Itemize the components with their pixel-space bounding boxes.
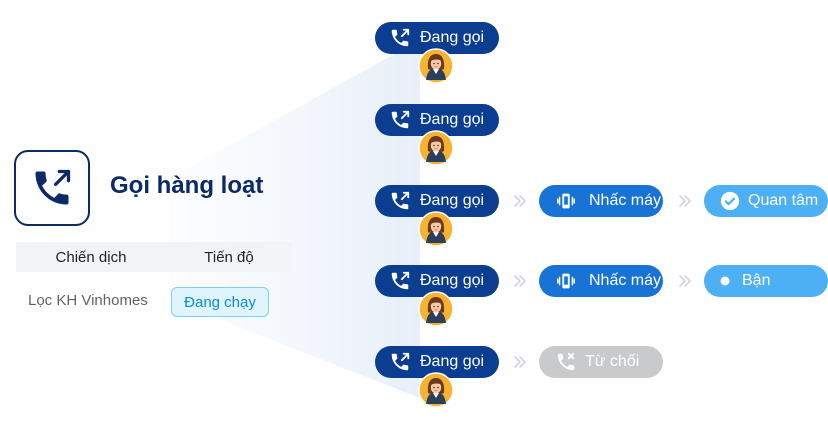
phone-rejected-icon: [555, 351, 577, 373]
call-step-pill[interactable]: Quan tâm: [704, 185, 828, 217]
campaign-status-badge[interactable]: Đang chạy: [171, 287, 269, 317]
calling-status-pill-label: Đang gọi: [420, 111, 485, 128]
call-step-pill-label: Nhấc máy: [589, 192, 662, 209]
phone-outgoing-icon: [389, 27, 411, 49]
call-step-pill[interactable]: Bận: [704, 265, 828, 297]
agent-avatar: [418, 291, 454, 327]
chevron-right-icon: [677, 273, 693, 289]
call-step-pill[interactable]: Nhấc máy: [539, 265, 663, 297]
agent-avatar: [418, 130, 454, 166]
column-campaign: Chiến dịch: [55, 248, 127, 266]
calling-status-pill[interactable]: Đang gọi: [375, 265, 499, 297]
agent-avatar: [418, 211, 454, 247]
call-step-pill[interactable]: Nhấc máy: [539, 185, 663, 217]
agent-avatar: [418, 372, 454, 408]
agent-avatar: [418, 48, 454, 84]
calling-status-pill[interactable]: Đang gọi: [375, 346, 499, 378]
calling-status-pill-label: Đang gọi: [420, 353, 485, 370]
campaign-name[interactable]: Lọc KH Vinhomes: [28, 292, 148, 309]
calling-status-pill[interactable]: Đang gọi: [375, 104, 499, 136]
phone-outgoing-icon: [389, 270, 411, 292]
dot-icon: [720, 276, 730, 286]
phone-vibrate-icon: [555, 270, 577, 292]
phone-outgoing-icon: [14, 150, 90, 226]
phone-outgoing-icon: [389, 351, 411, 373]
chevron-right-icon: [512, 354, 528, 370]
call-step-pill-label: Nhấc máy: [589, 272, 662, 289]
calling-status-pill-label: Đang gọi: [420, 192, 485, 209]
call-step-pill[interactable]: Từ chối: [539, 346, 663, 378]
chevron-right-icon: [677, 193, 693, 209]
check-circle-icon: [720, 191, 740, 211]
feature-title: Gọi hàng loạt: [110, 172, 264, 199]
calling-status-pill-label: Đang gọi: [420, 272, 485, 289]
call-step-pill-label: Bận: [742, 272, 771, 289]
chevron-right-icon: [512, 273, 528, 289]
call-step-pill-label: Quan tâm: [748, 192, 819, 209]
calling-status-pill-label: Đang gọi: [420, 29, 485, 46]
phone-outgoing-icon: [389, 109, 411, 131]
column-progress: Tiến độ: [204, 248, 254, 266]
call-step-pill-label: Từ chối: [585, 353, 640, 370]
phone-vibrate-icon: [555, 190, 577, 212]
chevron-right-icon: [512, 193, 528, 209]
campaign-table-header: Chiến dịch Tiến độ: [16, 242, 292, 272]
phone-outgoing-icon: [389, 190, 411, 212]
